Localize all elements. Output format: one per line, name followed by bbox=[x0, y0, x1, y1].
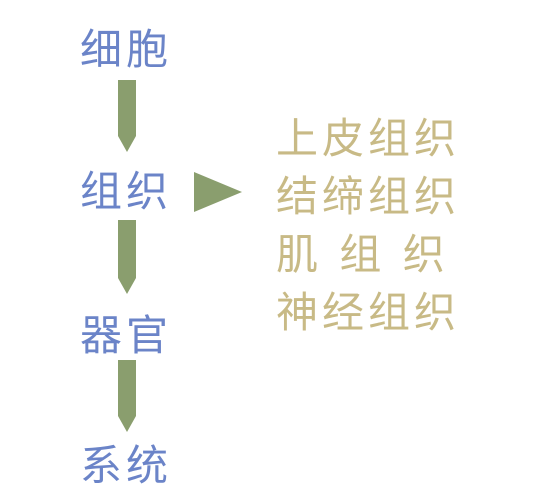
level-cell: 细胞 bbox=[80, 25, 173, 74]
tissue-item-muscle: 肌 组 织 bbox=[276, 230, 449, 279]
arrow-down-icon bbox=[118, 360, 136, 432]
arrow-right-icon bbox=[194, 172, 242, 212]
level-system: 系统 bbox=[80, 441, 173, 490]
arrow-down-icon bbox=[118, 220, 136, 294]
tissue-item-nervous: 神经组织 bbox=[276, 288, 461, 337]
level-tissue: 组织 bbox=[80, 167, 173, 216]
tissue-item-epithelial: 上皮组织 bbox=[276, 114, 461, 163]
arrow-down-icon bbox=[118, 80, 136, 152]
level-organ: 器官 bbox=[80, 311, 173, 360]
tissue-type-list: 上皮组织 结缔组织 肌 组 织 神经组织 bbox=[276, 110, 460, 342]
tissue-item-connective: 结缔组织 bbox=[276, 172, 461, 221]
